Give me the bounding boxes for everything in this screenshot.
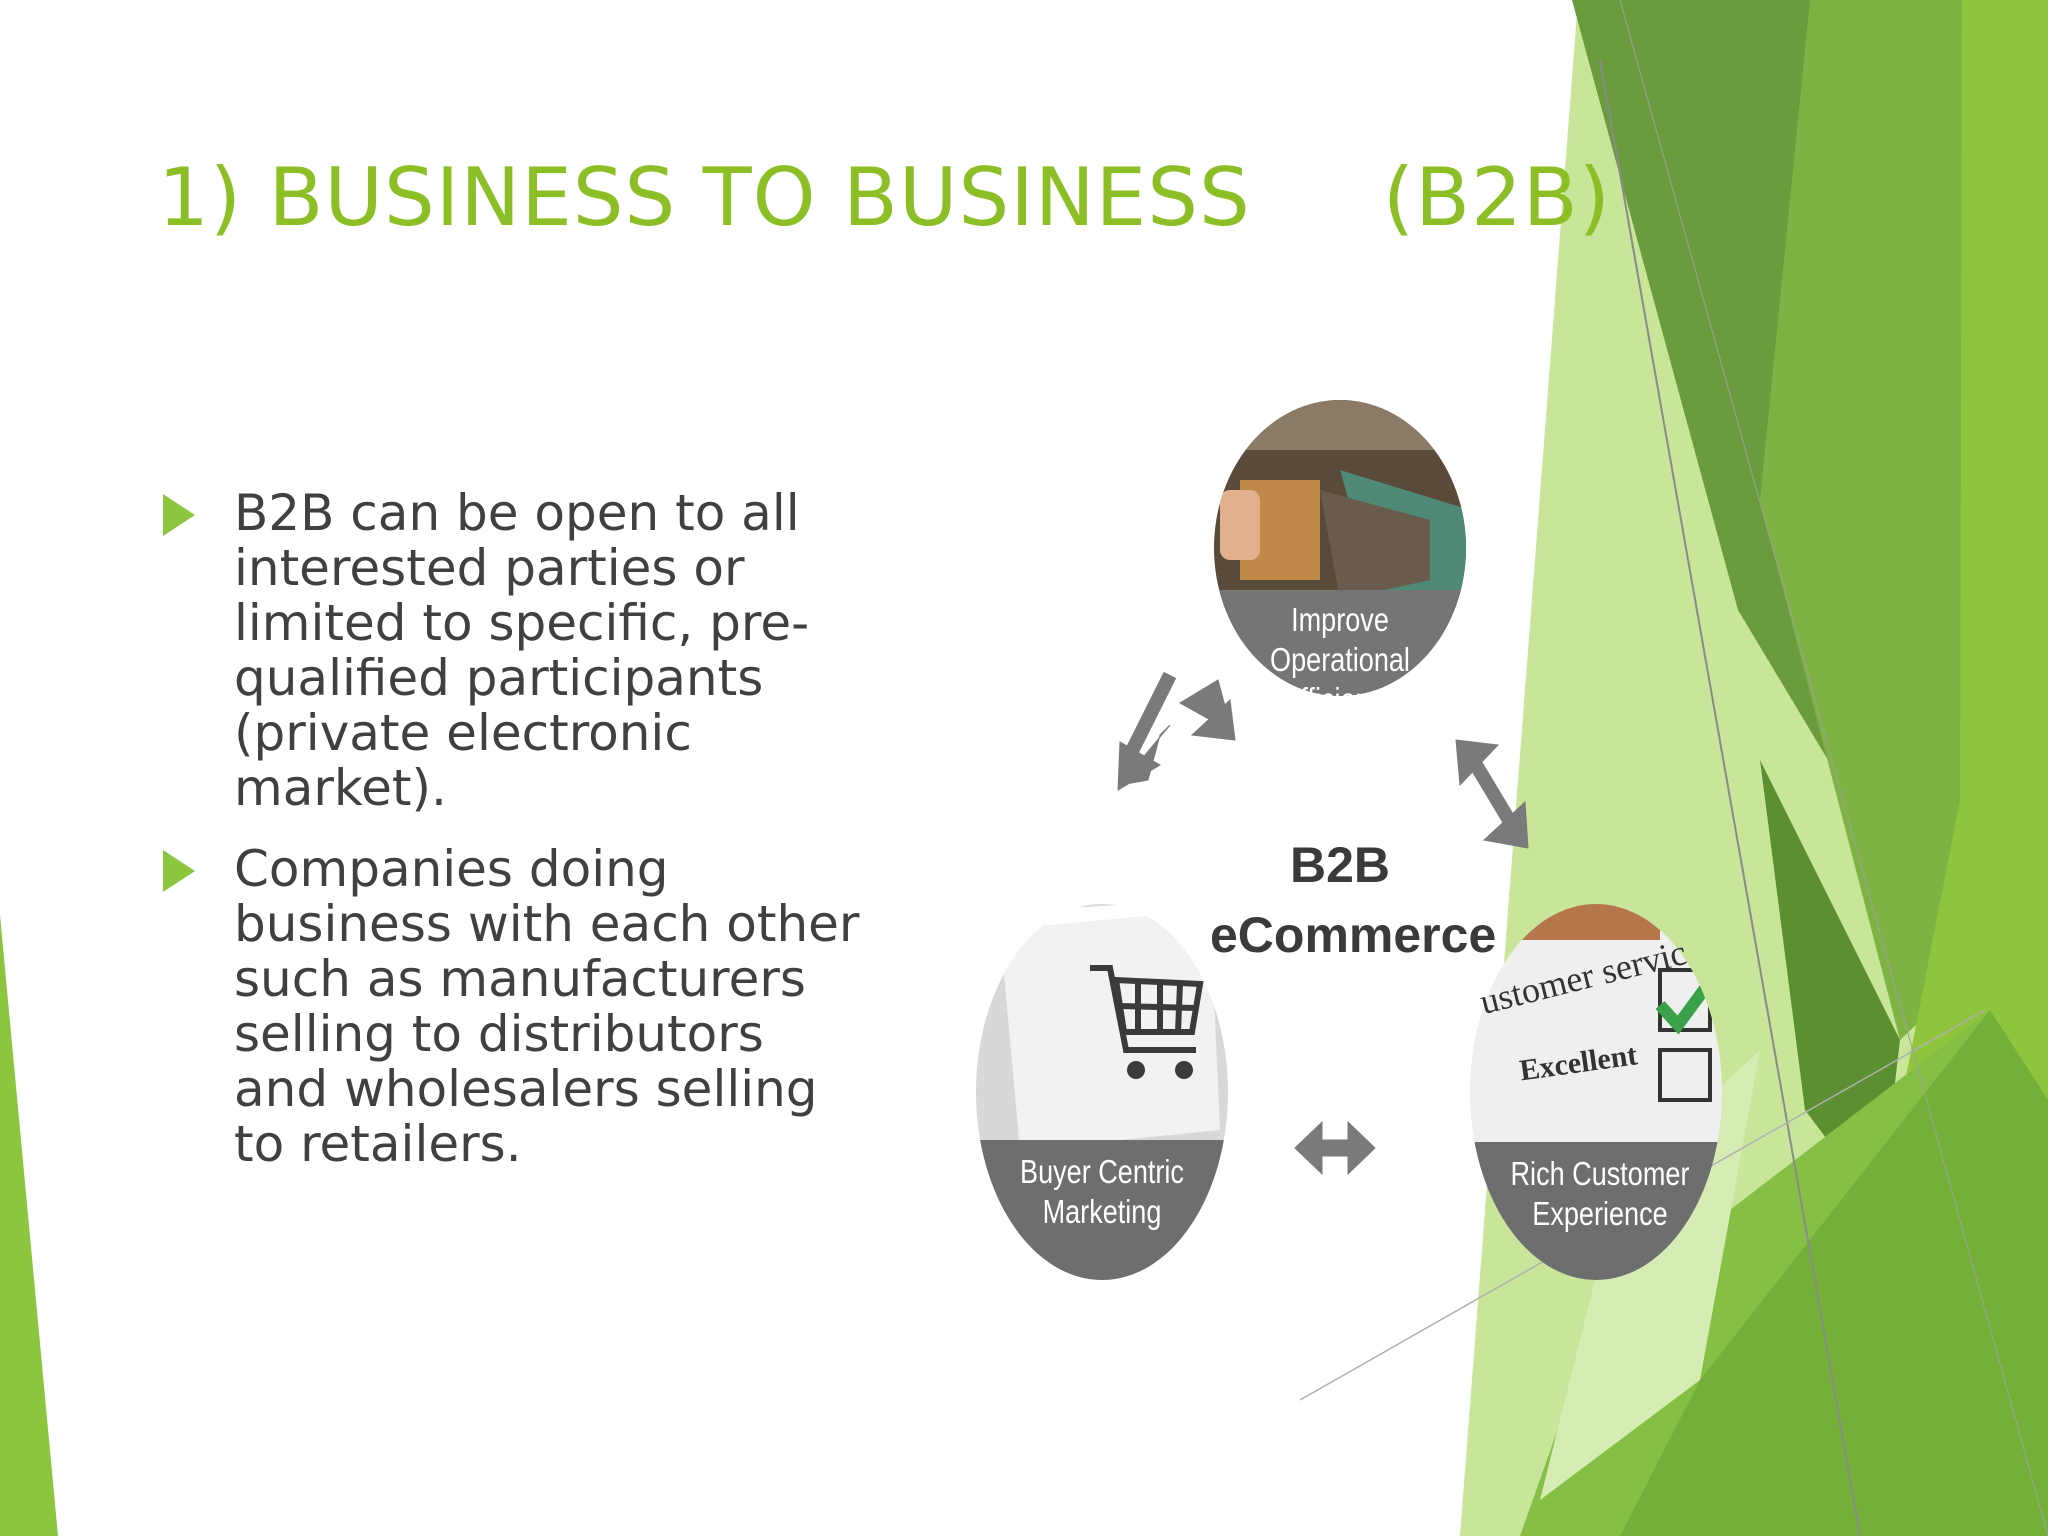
- diagram-graphics: ustomer servic Excellent: [976, 400, 1722, 1280]
- right-olive-panel: [1760, 760, 1900, 1210]
- center-label-ecommerce: eCommerce: [1210, 907, 1497, 963]
- node-label-line: Rich Customer: [1510, 1155, 1690, 1192]
- node-rich-customer-experience: ustomer servic Excellent: [1470, 904, 1722, 1280]
- node-buyer-centric-marketing: [976, 904, 1228, 1280]
- bullet-item: Companies doing business with each other…: [160, 842, 860, 1172]
- node-label-line: Marketing: [1042, 1193, 1162, 1230]
- node-label-rich-customer: Rich Customer Experience: [1493, 1154, 1706, 1234]
- double-arrow-right-icon: [1455, 739, 1529, 849]
- shopping-cart-icon: [1090, 965, 1204, 1053]
- center-label: B2B eCommerce: [1210, 830, 1497, 970]
- node-label-line: Efficiency: [1282, 681, 1398, 718]
- node-label-line: Improve: [1291, 601, 1389, 638]
- bullet-triangle-icon: [163, 850, 195, 892]
- bottom-deep-panel: [1620, 1010, 2048, 1536]
- node-label-line: Buyer Centric: [1020, 1153, 1184, 1190]
- bullet-list: B2B can be open to all interested partie…: [160, 486, 860, 1198]
- bullet-text: B2B can be open to all interested partie…: [234, 484, 810, 817]
- node-label-buyer-centric: Buyer Centric Marketing: [1004, 1152, 1201, 1232]
- node-label-line: Operational: [1270, 641, 1410, 678]
- left-green-sliver: [0, 915, 58, 1536]
- bullet-triangle-icon: [163, 494, 195, 536]
- b2b-ecommerce-diagram: ustomer servic Excellent: [960, 370, 1750, 1300]
- bullet-item: B2B can be open to all interested partie…: [160, 486, 860, 816]
- bullet-text: Companies doing business with each other…: [234, 840, 860, 1173]
- center-label-b2b: B2B: [1289, 837, 1391, 893]
- node-label-improve: Improve Operational Efficiency: [1266, 600, 1414, 720]
- double-arrow-left-icon: [1117, 671, 1236, 791]
- node-label-line: Experience: [1532, 1195, 1668, 1232]
- arrows: [1117, 671, 1529, 1176]
- double-arrow-horizontal-icon: [1294, 1120, 1376, 1176]
- slide-title: 1) BUSINESS TO BUSINESS (B2B): [158, 151, 1611, 244]
